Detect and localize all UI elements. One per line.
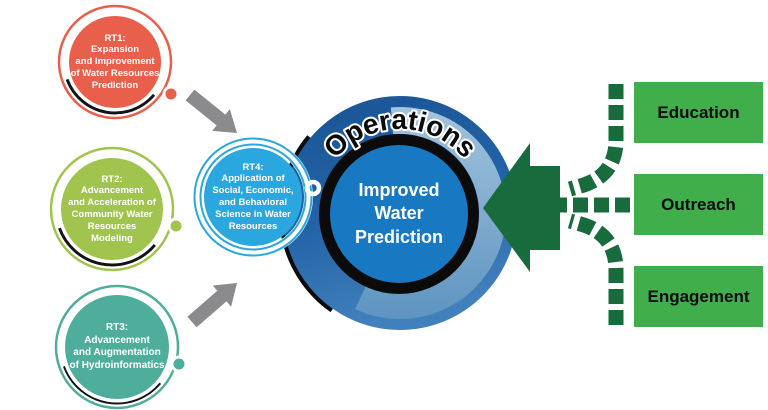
rt4-orbit-ring-inner	[199, 143, 307, 251]
gray-arrow-rt3-to-rt4	[187, 283, 237, 328]
rt3-dot	[173, 358, 185, 370]
hub-center-disc	[330, 145, 468, 283]
output-box-outreach: Outreach	[634, 174, 763, 235]
rt2-circle	[61, 158, 163, 260]
output-box-engagement: Engagement	[634, 266, 763, 327]
rt1-shadow-arc-dark	[65, 78, 156, 115]
output-label-outreach: Outreach	[661, 194, 736, 214]
rt4-orbit-ring-outer	[193, 137, 313, 257]
rt3-circle	[65, 295, 169, 399]
rt3-shadow-arc-dark	[61, 365, 162, 406]
rt1-orbit-ring	[57, 4, 173, 120]
rt1-circle	[69, 16, 161, 108]
rt2-shadow-arc-dark	[57, 227, 157, 267]
output-label-education: Education	[657, 102, 740, 122]
rt2-dot	[170, 220, 182, 232]
rt3-orbit-ring	[54, 284, 180, 410]
dashed-flow-education	[567, 84, 624, 197]
green-arrow-into-hub	[483, 143, 560, 272]
rt1-dot	[165, 88, 177, 100]
hub-swirl	[355, 107, 506, 320]
dashed-flow-engagement	[567, 213, 624, 325]
gray-arrow-rt1-to-rt4	[185, 89, 237, 133]
rt4-orbit-casing	[193, 137, 313, 257]
output-box-education: Education	[634, 82, 763, 143]
rt4-dot	[304, 179, 322, 197]
output-label-engagement: Engagement	[647, 286, 750, 306]
rt2-orbit-ring	[49, 146, 175, 272]
rt4-circle	[204, 148, 302, 246]
